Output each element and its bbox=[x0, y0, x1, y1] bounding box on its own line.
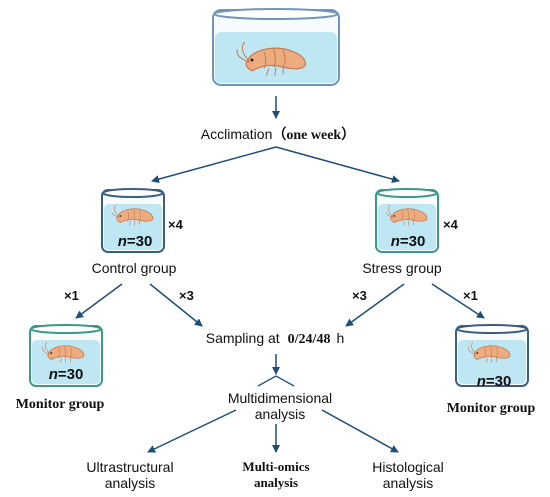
histological-label-line1: Histological bbox=[372, 459, 444, 475]
control-n-label: n=30 bbox=[118, 233, 153, 250]
edge-control-sampling-label: ×3 bbox=[179, 288, 194, 303]
arrow-acclimation-to-control bbox=[151, 146, 277, 184]
monitor-left-label: Monitor group bbox=[16, 397, 105, 412]
edge-stress-monitor-label: ×1 bbox=[463, 288, 478, 303]
arrow-acclimation-to-stress bbox=[275, 146, 400, 183]
acclimation-label: Acclimation（one week） bbox=[201, 126, 355, 143]
edge-stress-sampling-label: ×3 bbox=[352, 288, 367, 303]
stress-group-label: Stress group bbox=[362, 260, 442, 276]
top-tank-icon bbox=[212, 8, 340, 86]
control-tank-icon bbox=[101, 188, 165, 253]
multidimensional-label-line1: Multidimensional bbox=[228, 390, 332, 406]
ultrastructural-label-line2: analysis bbox=[105, 475, 156, 491]
arrow-analysis-to-ultrastructural bbox=[147, 409, 237, 453]
arrow-control-to-monitor bbox=[75, 283, 123, 319]
stress-n-label: n=30 bbox=[391, 233, 426, 250]
analysis-brace bbox=[257, 375, 295, 387]
stress-tank-icon bbox=[375, 188, 439, 253]
ultrastructural-label-line1: Ultrastructural bbox=[86, 459, 173, 475]
monitor-left-tank-icon bbox=[29, 324, 103, 387]
multidimensional-label-line2: analysis bbox=[255, 406, 306, 422]
monitor-right-n-label: n=30 bbox=[477, 373, 512, 390]
histological-label-line2: analysis bbox=[383, 475, 434, 491]
monitor-right-label: Monitor group bbox=[447, 401, 536, 416]
edge-control-monitor-label: ×1 bbox=[64, 288, 79, 303]
monitor-right-tank-icon bbox=[455, 324, 529, 387]
arrow-stress-to-monitor bbox=[431, 283, 485, 319]
multiomics-label-line2: analysis bbox=[254, 475, 298, 490]
stress-multiplier: ×4 bbox=[443, 217, 459, 232]
arrow-analysis-to-histological bbox=[321, 409, 399, 453]
arrow-control-to-sampling bbox=[149, 283, 203, 327]
multiomics-label-line1: Multi-omics bbox=[242, 459, 309, 474]
monitor-left-n-label: n=30 bbox=[49, 366, 84, 383]
control-multiplier: ×4 bbox=[168, 217, 184, 232]
control-group-label: Control group bbox=[92, 260, 177, 276]
arrow-stress-to-sampling bbox=[345, 283, 405, 327]
